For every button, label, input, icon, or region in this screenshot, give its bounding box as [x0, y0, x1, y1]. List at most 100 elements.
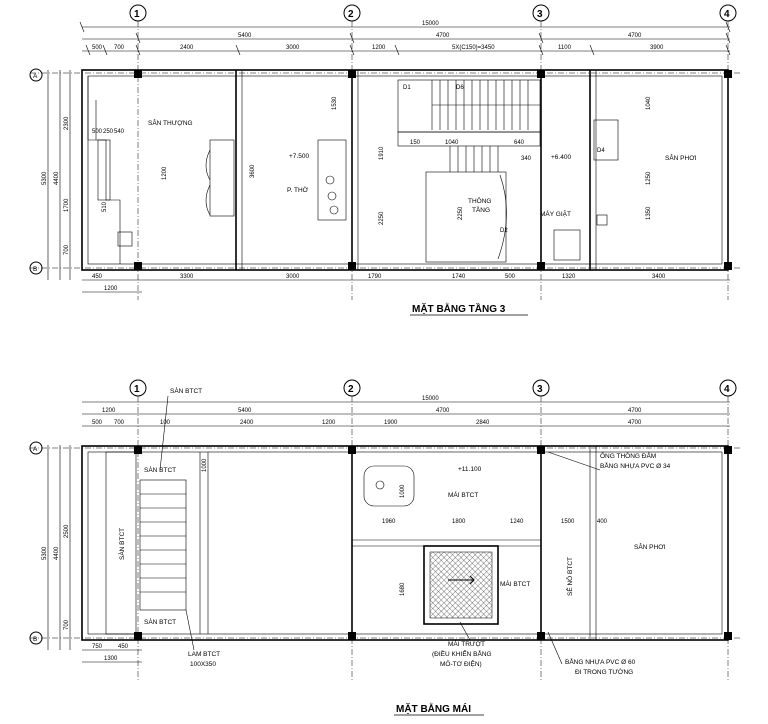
roof-dim1-6: 1900 — [384, 420, 398, 426]
roof-m2: 1240 — [510, 519, 524, 525]
room-thong-tang-1: THÔNG — [468, 196, 491, 205]
dim-left-1700: 1700 — [64, 198, 70, 212]
room-san-phoi: SÂN PHƠI — [665, 153, 697, 162]
roof-ong-1: ỐNG THÔNG ĐẤM — [600, 450, 656, 460]
axis-bubbles-roof: 1 2 3 4 — [129, 379, 737, 397]
dim-bot-9: 1200 — [104, 286, 118, 292]
roof-walls — [81, 445, 732, 641]
roof-ong-nhua-1: BẰNG NHỰA PVC Ø 60 — [565, 657, 636, 666]
dim-top2-2: 4700 — [436, 33, 450, 39]
row-b-label: B — [33, 266, 37, 273]
dim-bot-5: 1740 — [452, 274, 466, 280]
plan3-walls — [81, 69, 732, 271]
roof-dim1-0: 1200 — [102, 408, 116, 414]
door-d2: D2 — [500, 228, 508, 234]
roof-san-phoi: SÂN PHƠI — [634, 542, 666, 551]
roof-m7: 1000 — [400, 484, 406, 498]
roof-dim1-1: 500 — [92, 420, 103, 426]
roof-dim2-3: 4700 — [628, 408, 642, 414]
roof-lam-1: LAM BTCT — [188, 651, 220, 658]
dim-top1-6: 5X(C150)=3450 — [452, 45, 495, 51]
dim-left-2300: 2300 — [64, 116, 70, 130]
roof-mai-btct-1: MÁI BTCT — [448, 490, 478, 499]
plan3-title: MẶT BẰNG TẦNG 3 — [412, 302, 506, 315]
roof-m5: 1680 — [400, 582, 406, 596]
roof-axis-3: 3 — [537, 384, 543, 395]
dim-total-plan3: 15000 — [422, 21, 439, 27]
door-d6: D6 — [456, 85, 464, 91]
roof-row-b: B — [33, 636, 37, 643]
roof-bot-1: 750 — [92, 644, 103, 650]
roof-mai-truot-1: MÁI TRƯỢT — [448, 639, 485, 648]
roof-row-a: A — [33, 446, 38, 453]
room-may-giat: MÁY GIẶT — [540, 209, 571, 218]
dim-bot-7: 1320 — [562, 274, 576, 280]
dim-bot-3: 3000 — [286, 274, 300, 280]
roof-ong-nhua-2: ĐI TRONG TƯỜNG — [575, 667, 633, 676]
roof-san-btct-top: SÀN BTCT — [170, 386, 202, 395]
room-thong-tang-2: TẦNG — [472, 204, 490, 214]
roof-bot-2: 450 — [118, 644, 129, 650]
axis-1-label: 1 — [134, 9, 140, 20]
dim-left-700: 700 — [64, 244, 70, 255]
dim-m3: 510 — [102, 201, 108, 212]
level-tho: +7.500 — [289, 153, 309, 160]
roof-san-btct-3: SÀN BTCT — [144, 617, 176, 626]
plan3-stair — [397, 79, 619, 263]
roof-dim1-2: 700 — [114, 420, 125, 426]
roof-san-btct-1: SÀN BTCT — [144, 465, 176, 474]
roof-dim2-2: 4700 — [436, 408, 450, 414]
door-d1: D1 — [403, 85, 411, 91]
roof-m4: 400 — [597, 519, 608, 525]
axis-bubbles-plan3: 1 2 3 4 — [129, 4, 737, 22]
dim-m9: 3600 — [250, 164, 256, 178]
dim-m19: 1350 — [646, 206, 652, 220]
dim-top1-2: 700 — [114, 45, 125, 51]
roof-axis-1: 1 — [134, 384, 140, 395]
dim-bot-8: 3400 — [652, 274, 666, 280]
roof-dim-4400: 4400 — [54, 546, 60, 560]
roof-mai-truot-3: MÔ-TƠ ĐIỆN) — [440, 659, 482, 668]
dim-m4: 1200 — [162, 166, 168, 180]
level-stair: +6.400 — [551, 154, 571, 161]
axis-2-label: 2 — [348, 9, 354, 20]
roof-dim2-1: 5400 — [238, 408, 252, 414]
dim-bot-2: 3300 — [180, 274, 194, 280]
roof-san-btct-2: SÀN BTCT — [117, 528, 126, 560]
dim-m17: 1250 — [646, 171, 652, 185]
roof-dim1-5: 1200 — [322, 420, 336, 426]
roof-dim1-8: 4700 — [628, 420, 642, 426]
dim-top2-3: 4700 — [628, 33, 642, 39]
dim-top1-3: 2400 — [180, 45, 194, 51]
roof-mai-btct-2: MÁI BTCT — [500, 579, 530, 588]
roof-dim-700: 700 — [64, 619, 70, 630]
roof-mai-truot-2: (ĐIỀU KHIỂN BẰNG — [432, 648, 492, 658]
roof-m3: 1500 — [561, 519, 575, 525]
dim-top1-1: 500 — [92, 45, 103, 51]
room-p-tho: P. THỜ — [287, 185, 309, 194]
dim-bot-4: 1790 — [368, 274, 382, 280]
roof-dim-5300: 5300 — [42, 546, 48, 560]
roof-m11: 1000 — [202, 458, 208, 472]
dim-top1-7: 1100 — [558, 45, 572, 51]
roof-seno: SÊ NÔ BTCT — [565, 557, 574, 596]
door-d4: D4 — [597, 148, 605, 154]
roof-dim1-7: 2840 — [476, 420, 490, 426]
dim-top2-1: 5400 — [238, 33, 252, 39]
roof-axis-2: 2 — [348, 384, 354, 395]
roof-m0: 1960 — [382, 519, 396, 525]
roof-m1: 1800 — [452, 519, 466, 525]
room-san-thuong: SÂN THƯỢNG — [148, 118, 193, 127]
roof-axis-4: 4 — [724, 384, 730, 395]
roof-title: MẶT BẰNG MÁI — [396, 702, 471, 715]
dim-top1-5: 1200 — [372, 45, 386, 51]
roof-ong-2: BẰNG NHỰA PVC Ø 34 — [600, 461, 671, 470]
axis-3-label: 3 — [537, 9, 543, 20]
roof-dim1-4: 2400 — [240, 420, 254, 426]
dim-top1-4: 3000 — [286, 45, 300, 51]
dim-bot-1: 450 — [92, 274, 103, 280]
roof-lam-2: 100X350 — [190, 661, 216, 668]
dim-m5: 1530 — [332, 96, 338, 110]
